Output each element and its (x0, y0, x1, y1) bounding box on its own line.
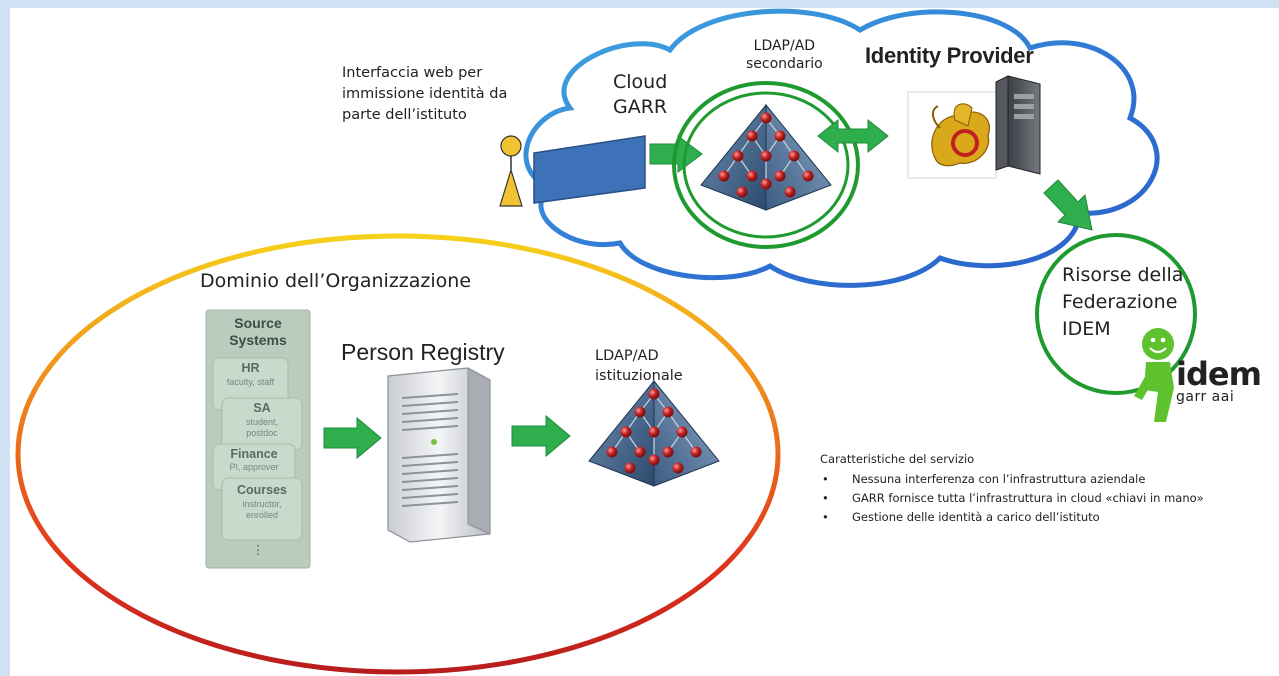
diagram-canvas (15, 8, 1197, 675)
user-icon (499, 135, 523, 207)
person-registry-title: Person Registry (341, 339, 505, 365)
cloud-garr-label: Cloud GARR (613, 71, 668, 118)
source-card-finance: Finance (230, 447, 278, 461)
shibboleth-griffin-icon (907, 91, 997, 179)
monitor-screen-icon (533, 135, 646, 204)
ldap-institutional-pyramid-icon (588, 380, 720, 487)
web-interface-note: Interfaccia web per immissione identità … (342, 65, 508, 123)
arrow-registry-to-ldap (511, 414, 571, 458)
arrow-ldap-idp-bidirectional (817, 118, 889, 154)
server-tower-icon (995, 75, 1041, 175)
garr-cloud (523, 8, 1160, 288)
federation-resources-label: Risorse della Federazione IDEM (1062, 264, 1184, 340)
ldap-secondary-label: LDAP/AD secondario (746, 38, 823, 72)
features-title: Caratteristiche del servizio (820, 452, 975, 466)
source-card-hr-sub: faculty, staff (226, 377, 275, 387)
source-card-hr: HR (241, 361, 260, 375)
source-systems-panel (205, 309, 311, 569)
source-more-ellipsis: ⋮ (251, 543, 265, 557)
source-card-courses-sub: instructor, enrolled (242, 499, 282, 520)
organization-domain-oval (15, 233, 781, 675)
identity-provider-title: Identity Provider (865, 43, 1034, 68)
arrow-source-to-registry (323, 416, 382, 460)
feature-item: Nessuna interferenza con l’infrastruttur… (822, 471, 1240, 487)
ldap-institutional-label: LDAP/AD istituzionale (595, 348, 683, 384)
features-list: Nessuna interferenza con l’infrastruttur… (820, 471, 1240, 525)
source-card-sa-sub: student, postdoc (245, 417, 279, 438)
service-features: Caratteristiche del servizio Nessuna int… (820, 452, 1240, 528)
person-registry-server-icon (387, 367, 491, 543)
source-card-courses: Courses (236, 483, 288, 497)
source-systems-title: Source Systems (229, 315, 287, 348)
idem-mascot-icon (1134, 328, 1174, 422)
idem-logo-text: idem (1176, 355, 1262, 393)
source-card-finance-sub: PI, approver (229, 462, 279, 472)
feature-item: GARR fornisce tutta l’infrastruttura in … (822, 490, 1232, 506)
feature-item: Gestione delle identità a carico dell’is… (822, 509, 1240, 525)
slide: Cloud GARR LDAP/AD secondario Identity P… (10, 8, 1279, 676)
arrow-idp-to-federation (1043, 179, 1093, 231)
idem-logo-subtext: garr aai (1176, 389, 1235, 405)
source-card-sa: SA (253, 401, 271, 415)
organization-domain-title: Dominio dell’Organizzazione (200, 270, 472, 292)
ldap-secondary-node (672, 81, 860, 249)
